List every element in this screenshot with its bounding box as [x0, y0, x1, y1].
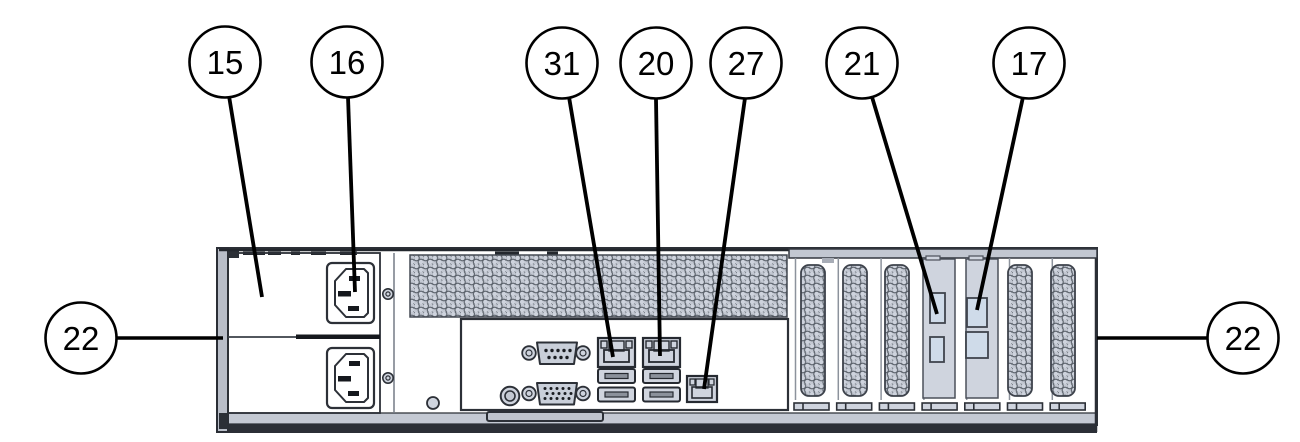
usb-port-1 — [597, 368, 636, 384]
serial-port — [521, 341, 591, 365]
pci-bottom-slot-openings — [793, 402, 1086, 411]
pci-card-bracket-1 — [922, 255, 956, 399]
callout-27: 27 — [709, 26, 783, 100]
pci-rail-notch — [822, 258, 834, 263]
pci-vent-filler-1 — [800, 264, 826, 397]
ac-inlet-2 — [325, 346, 376, 410]
round-connector — [499, 385, 521, 407]
callout-20: 20 — [619, 26, 693, 100]
callout-16: 16 — [310, 25, 384, 99]
psu-thumbscrew-2 — [381, 371, 394, 384]
pci-slot-section — [788, 248, 1098, 411]
pci-top-rail — [788, 248, 1098, 259]
ethernet-port-3 — [685, 374, 719, 404]
callout-22-left-label: 22 — [63, 320, 100, 357]
bracket2-top-cutout — [966, 297, 988, 328]
callout-leader-lines — [117, 95, 1208, 390]
vga-port — [521, 382, 591, 406]
leader-17 — [975, 96, 1025, 311]
io-panel-plate — [459, 317, 790, 412]
usb-port-3 — [642, 368, 681, 384]
flange-top-tab — [227, 251, 239, 258]
callout-31: 31 — [525, 26, 599, 100]
callout-15: 15 — [188, 25, 262, 99]
bottom-pull-slot — [486, 411, 604, 422]
bracket2-bottom-cutout — [965, 331, 989, 359]
callout-21: 21 — [825, 26, 899, 100]
chassis-bottom-rail — [226, 412, 1098, 425]
callout-22-left: 22 — [44, 301, 118, 375]
psu-bay — [227, 252, 381, 414]
callout-21-label: 21 — [844, 45, 881, 82]
ethernet-port-1 — [596, 336, 637, 369]
callout-17: 17 — [992, 26, 1066, 100]
callout-17-label: 17 — [1011, 45, 1048, 82]
psu-divider-latch — [296, 334, 380, 339]
callout-20-label: 20 — [638, 45, 675, 82]
serial-port-pins — [544, 348, 572, 360]
leader-31 — [567, 96, 615, 358]
power-supply-bay — [227, 252, 395, 414]
pci-vent-filler-2 — [842, 264, 868, 397]
usb-port-4 — [642, 386, 681, 403]
callout-15-label: 15 — [207, 44, 244, 81]
psu-thumbscrew-1 — [381, 287, 394, 300]
ac-inlet-1 — [325, 261, 376, 325]
pci-vent-filler-6 — [1007, 264, 1033, 397]
callout-31-label: 31 — [544, 45, 581, 82]
flange-bottom-tab — [219, 413, 227, 429]
callout-16-label: 16 — [329, 44, 366, 81]
callout-22-right-label: 22 — [1225, 320, 1262, 357]
pci-vent-filler-3 — [884, 264, 910, 397]
leader-27 — [702, 97, 747, 390]
leader-15 — [227, 95, 264, 298]
pci-card-bracket-2 — [965, 255, 999, 399]
leader-16 — [346, 96, 357, 293]
screw-hole — [426, 396, 440, 410]
chassis-bottom-edge — [217, 424, 1097, 433]
bracket1-bottom-cutout — [929, 336, 945, 363]
callout-27-label: 27 — [728, 45, 765, 82]
callout-22-right: 22 — [1206, 301, 1280, 375]
left-rack-flange — [216, 247, 229, 433]
rear-io-panel — [459, 317, 790, 412]
leader-20 — [654, 98, 662, 357]
usb-port-2 — [597, 386, 636, 403]
pci-vent-filler-7 — [1050, 264, 1076, 397]
callout-bubbles: 15 16 31 20 27 21 17 22 — [44, 25, 1280, 375]
vga-port-pins — [543, 387, 573, 400]
leader-21 — [870, 96, 939, 315]
